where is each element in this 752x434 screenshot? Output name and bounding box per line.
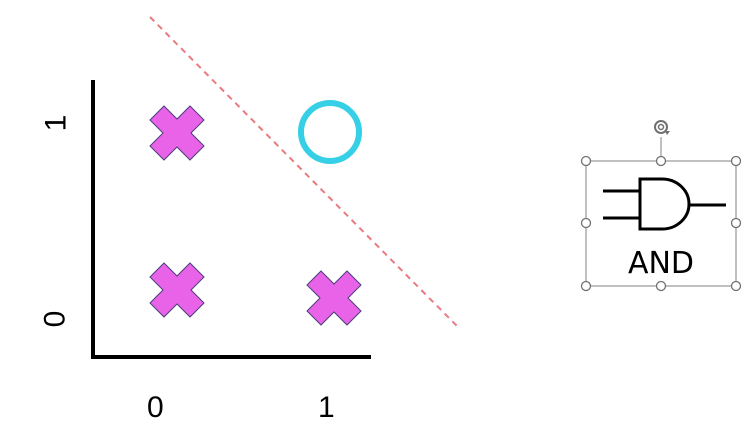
resize-handles[interactable] — [580, 155, 742, 292]
x-tick-0: 0 — [147, 391, 164, 424]
y-tick-1: 1 — [39, 114, 73, 132]
cross-marker-0-1[interactable] — [149, 105, 205, 161]
handle-s[interactable] — [655, 280, 667, 292]
cross-marker-0-0[interactable] — [149, 262, 205, 318]
and-gate-icon — [603, 177, 726, 231]
y-tick-0: 0 — [38, 310, 72, 328]
circle-marker-1-1[interactable] — [298, 100, 362, 164]
handle-n[interactable] — [655, 155, 667, 167]
handle-e[interactable] — [730, 217, 742, 229]
gate-label: AND — [627, 246, 695, 281]
cross-marker-1-0[interactable] — [306, 270, 362, 326]
handle-nw[interactable] — [580, 155, 592, 167]
handle-ne[interactable] — [730, 155, 742, 167]
x-tick-1: 1 — [318, 391, 335, 424]
rotate-handle-icon[interactable] — [654, 120, 670, 135]
and-gate-shape[interactable] — [580, 120, 742, 292]
handle-sw[interactable] — [580, 280, 592, 292]
handle-w[interactable] — [580, 217, 592, 229]
handle-se[interactable] — [730, 280, 742, 292]
